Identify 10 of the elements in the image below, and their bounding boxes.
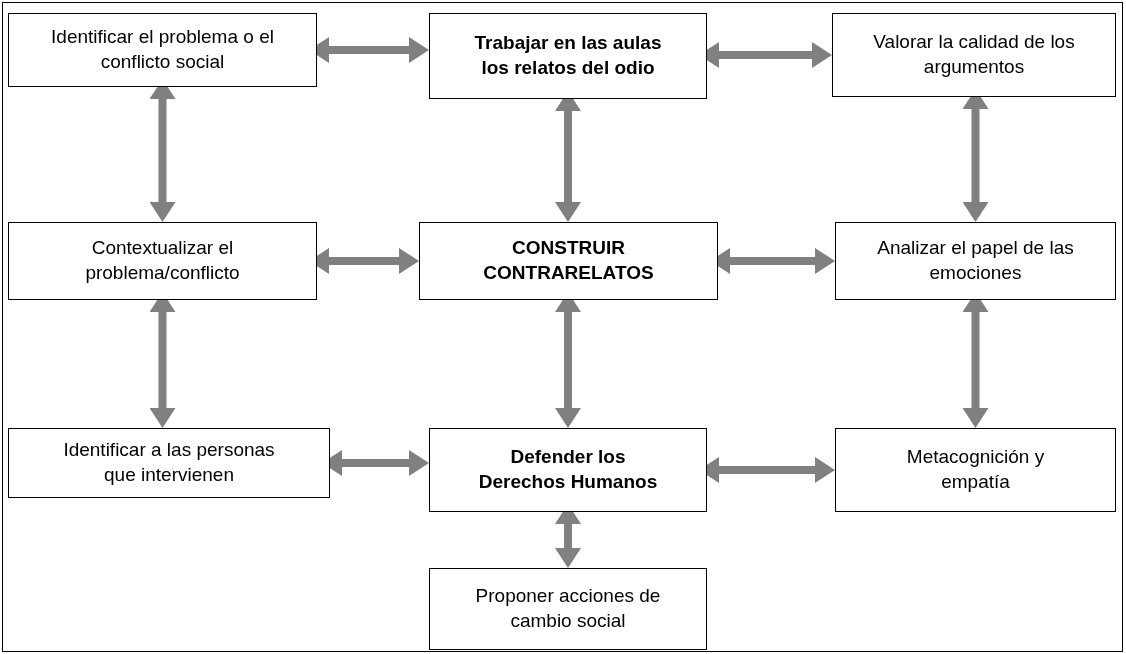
process-box: Proponer acciones de cambio social bbox=[429, 568, 707, 650]
process-box: CONSTRUIR CONTRARELATOS bbox=[419, 222, 718, 300]
process-box: Identificar el problema o el conflicto social bbox=[8, 13, 317, 87]
process-box: Analizar el papel de las emociones bbox=[835, 222, 1116, 300]
process-box: Valorar la calidad de los argumentos bbox=[832, 13, 1116, 97]
process-box: Contextualizar el problema/conflicto bbox=[8, 222, 317, 300]
process-box: Trabajar en las aulas los relatos del odio bbox=[429, 13, 707, 99]
process-box: Metacognición y empatía bbox=[835, 428, 1116, 512]
process-box: Identificar a las personas que intervienen bbox=[8, 428, 330, 498]
process-box: Defender los Derechos Humanos bbox=[429, 428, 707, 512]
